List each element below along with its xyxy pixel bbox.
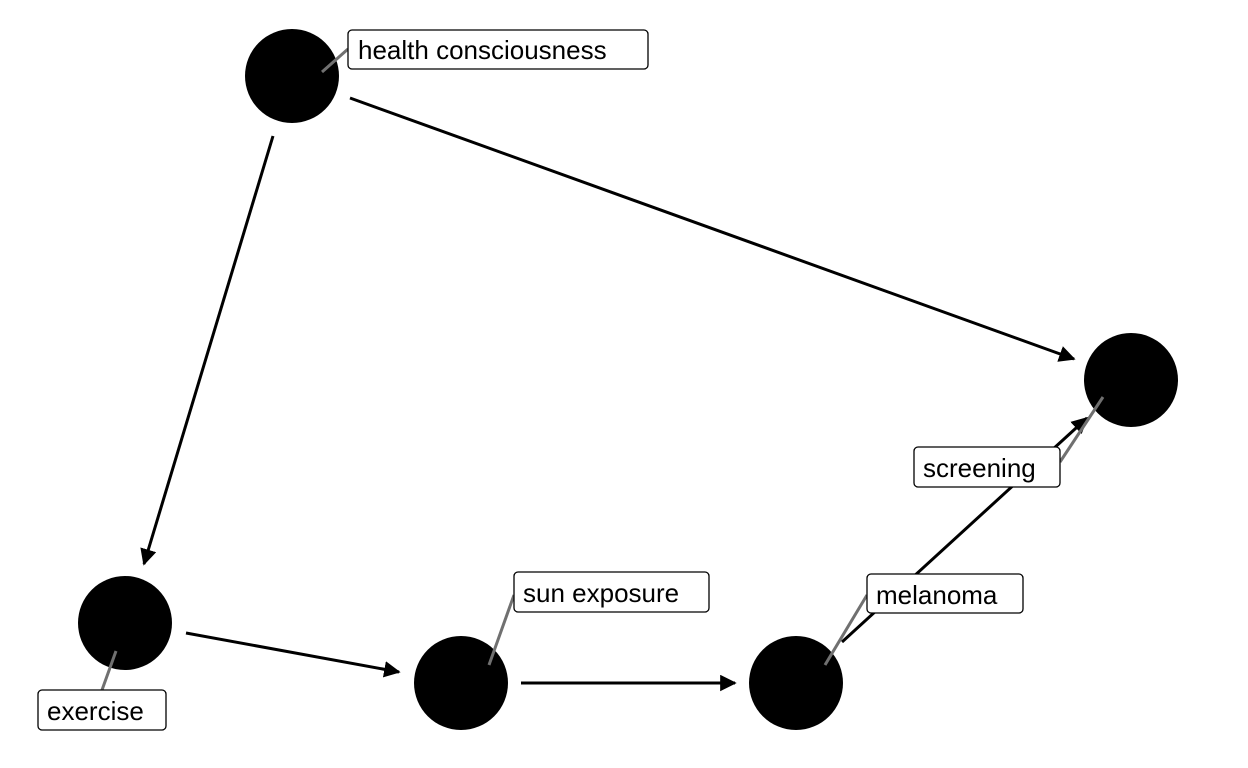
node-labels: health consciousness exercise sun exposu… — [37, 29, 1061, 731]
leader-health-consciousness — [321, 47, 349, 74]
label-text-screening: screening — [923, 453, 1036, 483]
node-exercise — [78, 576, 172, 670]
node-screening — [1084, 333, 1178, 427]
label-text-health-consciousness: health consciousness — [358, 35, 607, 65]
edge-exercise-to-sun-exposure — [185, 631, 401, 678]
node-melanoma — [749, 636, 843, 730]
label-leader-lines — [100, 47, 1105, 691]
leader-screening — [1058, 396, 1105, 463]
label-sun-exposure: sun exposure — [513, 571, 710, 613]
label-health-consciousness: health consciousness — [347, 29, 649, 70]
edge-health-consciousness-to-exercise — [140, 135, 275, 566]
label-text-sun-exposure: sun exposure — [523, 578, 679, 608]
nodes — [78, 29, 1178, 730]
label-exercise: exercise — [37, 689, 167, 731]
label-text-melanoma: melanoma — [876, 580, 998, 610]
label-screening: screening — [913, 446, 1061, 488]
leader-melanoma — [823, 594, 869, 666]
node-health-consciousness — [245, 29, 339, 123]
leader-exercise — [100, 650, 118, 691]
label-text-exercise: exercise — [47, 696, 144, 726]
label-melanoma: melanoma — [866, 573, 1024, 614]
node-sun-exposure — [414, 636, 508, 730]
leader-sun-exposure — [487, 594, 516, 666]
edge-health-consciousness-to-screening — [349, 96, 1076, 362]
